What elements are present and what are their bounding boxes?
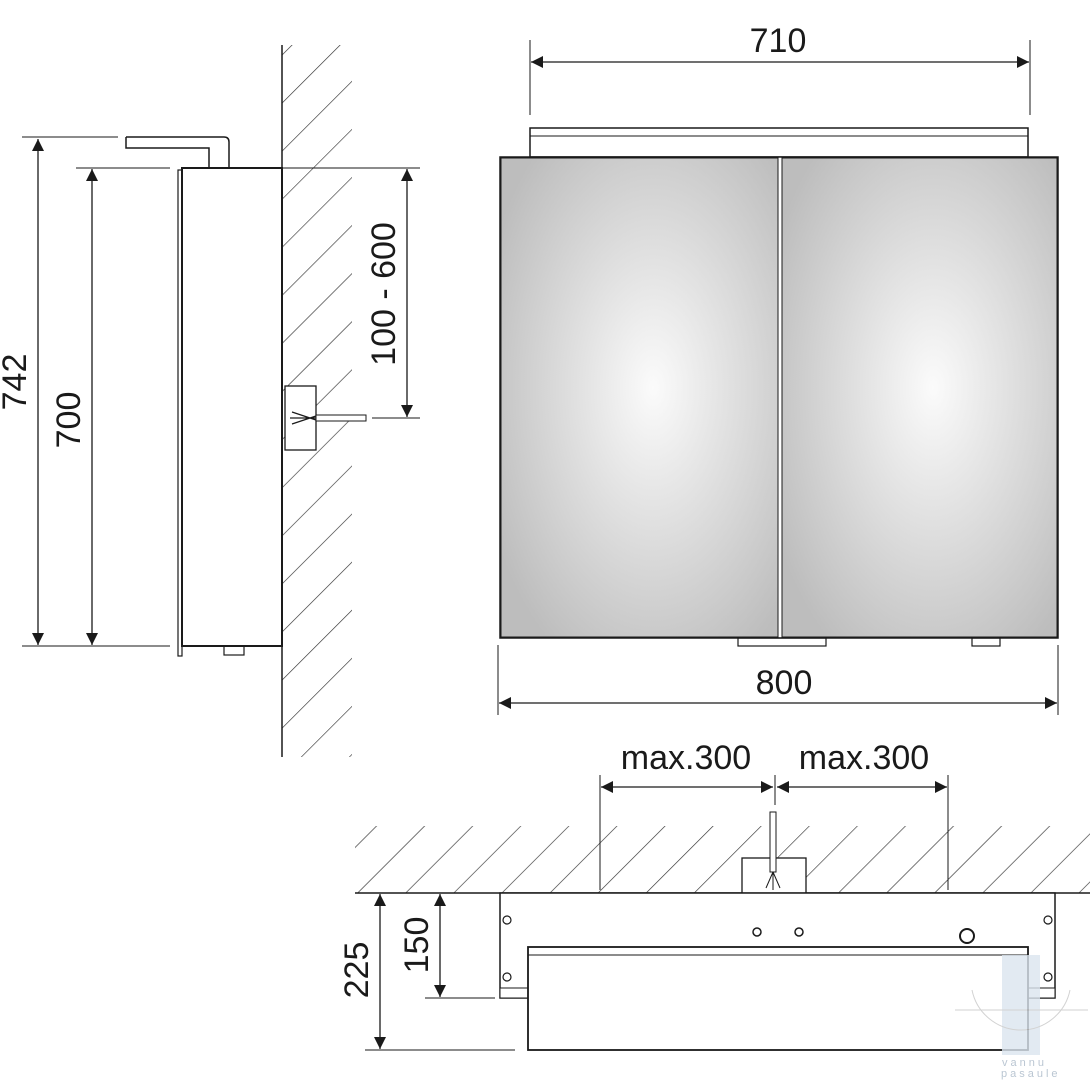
light-box-top bbox=[527, 946, 1029, 1051]
cabinet-side bbox=[181, 167, 283, 647]
label-742: 742 bbox=[0, 354, 34, 411]
label-700: 700 bbox=[50, 392, 88, 449]
label-710: 710 bbox=[750, 22, 807, 60]
label-100-600: 100 - 600 bbox=[365, 222, 403, 366]
label-max-left: max.300 bbox=[621, 739, 751, 777]
door-side bbox=[177, 169, 183, 657]
light-bar bbox=[529, 127, 1029, 158]
side-view: 742 700 100 - 600 bbox=[0, 45, 420, 757]
watermark-line2: pasaule bbox=[1001, 1068, 1061, 1080]
label-225: 225 bbox=[338, 942, 376, 999]
lamp-arm bbox=[125, 136, 230, 168]
label-800: 800 bbox=[756, 664, 813, 702]
top-view: max.300 max.300 225 150 bbox=[338, 739, 1090, 1051]
wall-hatch-top bbox=[355, 826, 1090, 893]
mirror-door-right bbox=[781, 157, 1058, 638]
watermark-line1: vannu bbox=[1002, 1057, 1047, 1069]
mirror-door-left bbox=[500, 157, 779, 638]
label-max-right: max.300 bbox=[799, 739, 929, 777]
watermark-logo: vannu pasaule bbox=[955, 955, 1088, 1080]
front-view: 710 800 bbox=[497, 22, 1059, 715]
label-150: 150 bbox=[398, 917, 436, 974]
